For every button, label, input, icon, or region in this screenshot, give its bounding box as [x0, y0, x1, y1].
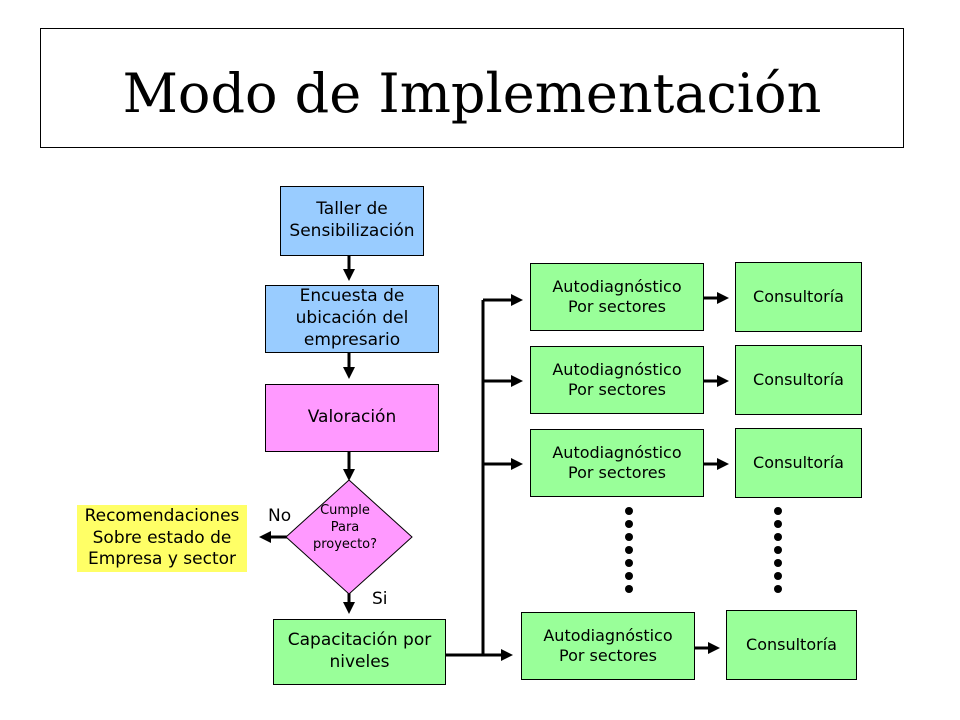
connector-capacitacion-bus	[446, 300, 485, 657]
node-autodiagnostico-4: Autodiagnóstico Por sectores	[521, 612, 695, 680]
label-si: Si	[372, 589, 388, 609]
title-box: Modo de Implementación	[40, 28, 904, 148]
ellipsis-dot	[774, 507, 782, 515]
page-title: Modo de Implementación	[122, 62, 822, 125]
node-recomendaciones: Recomendaciones Sobre estado de Empresa …	[77, 505, 247, 572]
ellipsis-dot	[625, 559, 633, 567]
node-capacitacion-niveles: Capacitación por niveles	[273, 619, 446, 685]
node-valoracion: Valoración	[265, 384, 439, 452]
ellipsis-dot	[625, 520, 633, 528]
node-consultoria-3: Consultoría	[735, 428, 862, 498]
ellipsis-dot	[774, 559, 782, 567]
ellipsis-dot	[625, 572, 633, 580]
node-autodiagnostico-2: Autodiagnóstico Por sectores	[530, 346, 704, 414]
node-consultoria-2: Consultoría	[735, 345, 862, 415]
node-autodiagnostico-1: Autodiagnóstico Por sectores	[530, 263, 704, 331]
ellipsis-dot	[625, 546, 633, 554]
ellipsis-dot	[774, 533, 782, 541]
ellipsis-dot	[625, 533, 633, 541]
continuation-dots-left	[625, 507, 633, 593]
continuation-dots-right	[774, 507, 782, 593]
ellipsis-dot	[774, 520, 782, 528]
node-encuesta-ubicacion: Encuesta de ubicación del empresario	[265, 285, 439, 353]
ellipsis-dot	[774, 585, 782, 593]
node-consultoria-4: Consultoría	[726, 610, 857, 680]
node-taller-sensibilizacion: Taller de Sensibilización	[280, 186, 424, 256]
node-autodiagnostico-3: Autodiagnóstico Por sectores	[530, 429, 704, 497]
ellipsis-dot	[774, 546, 782, 554]
ellipsis-dot	[774, 572, 782, 580]
ellipsis-dot	[625, 507, 633, 515]
label-no: No	[268, 506, 292, 526]
decision-diamond	[285, 479, 413, 595]
decision-label: Cumple Para proyecto?	[312, 503, 378, 552]
ellipsis-dot	[625, 585, 633, 593]
node-consultoria-1: Consultoría	[735, 262, 862, 332]
